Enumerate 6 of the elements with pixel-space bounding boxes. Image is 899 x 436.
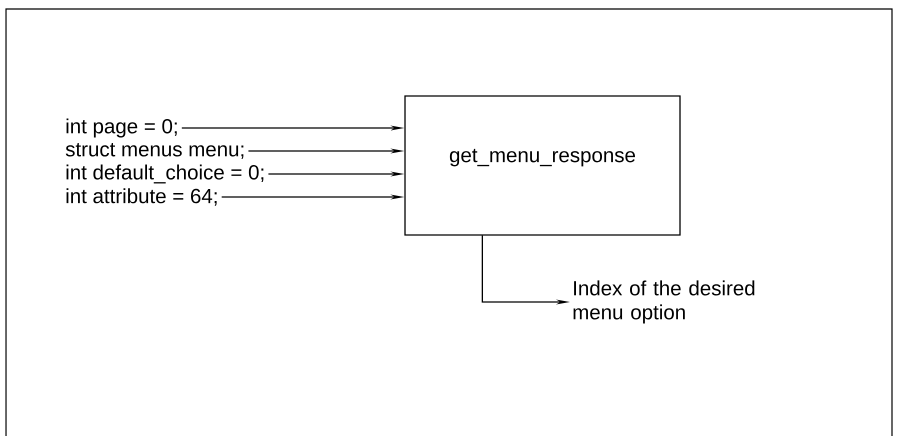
input-text: int page = 0; (66, 118, 177, 138)
input-text: struct menus menu; (66, 143, 244, 159)
output-text: Index of the desired menu option (574, 280, 754, 324)
input-text: int default_choice = 0; (66, 164, 264, 184)
process-box: get_menu_response (404, 95, 681, 236)
input-text: int attribute = 64; (66, 188, 217, 206)
